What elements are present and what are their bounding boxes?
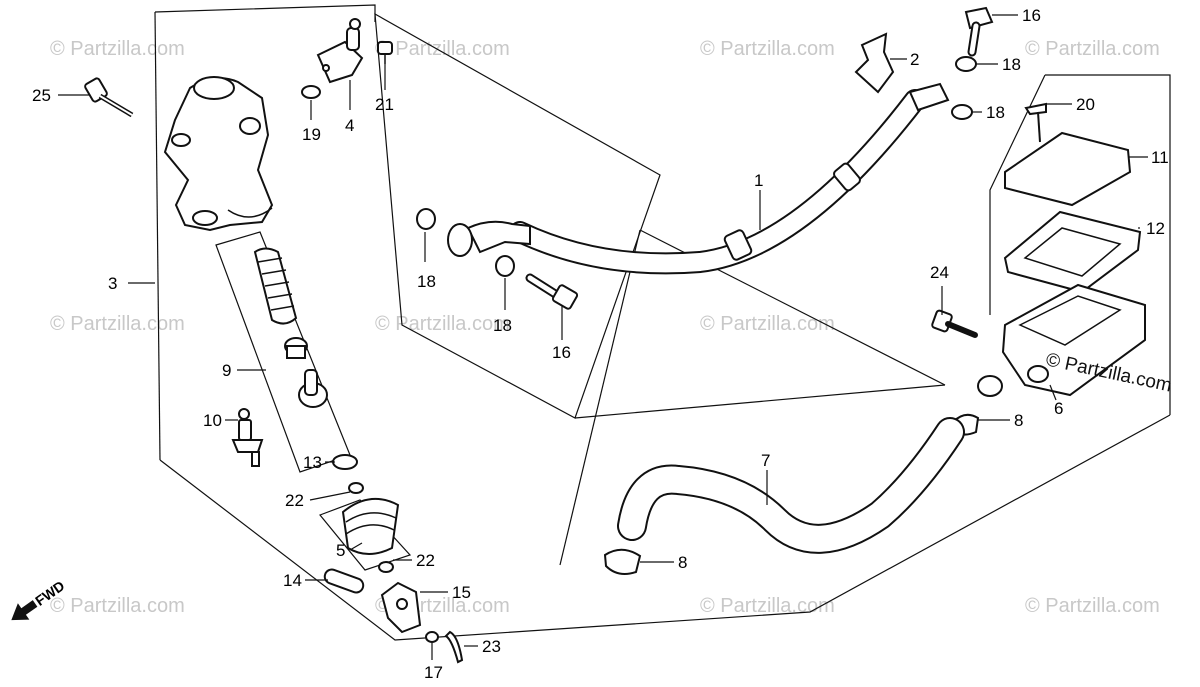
- hose-joint-4: [316, 18, 364, 84]
- washer-18: [495, 255, 515, 277]
- callout-24: 24: [930, 263, 949, 282]
- piston-kit-9: [253, 247, 328, 408]
- callout-17: 17: [424, 663, 443, 682]
- bolt-25: [84, 77, 134, 118]
- reservoir-outline-left-upper: [989, 74, 1046, 315]
- washer-22: [378, 561, 394, 573]
- callout-4: 4: [345, 116, 354, 135]
- reservoir-6: [977, 283, 1146, 397]
- reservoir-outline-left: [559, 229, 641, 566]
- callout-3: 3: [108, 274, 117, 293]
- reservoir-hose-7: [617, 417, 965, 554]
- screw-20: [1024, 102, 1047, 143]
- callout-21: 21: [375, 95, 394, 114]
- callout-23: 23: [482, 637, 501, 656]
- watermark: © Partzilla.com: [700, 38, 835, 60]
- callout-19: 19: [302, 125, 321, 144]
- clevis-15: [380, 581, 422, 634]
- bolt-16: [964, 6, 994, 57]
- circlip-13: [332, 454, 358, 470]
- watermark: © Partzilla.com: [375, 38, 510, 60]
- oring-19: [301, 85, 321, 99]
- washer-17: [425, 631, 439, 643]
- callout-8: 8: [678, 553, 687, 572]
- pin-21: [377, 41, 393, 64]
- leader-lines: [58, 14, 1148, 660]
- push-rod-14: [323, 568, 365, 594]
- boot-5: [341, 497, 400, 555]
- cotter-pin-23: [444, 630, 464, 664]
- callout-12: 12: [1146, 219, 1165, 238]
- reservoir-cap-11: [1004, 131, 1132, 207]
- callout-10: 10: [203, 411, 222, 430]
- watermark: © Partzilla.com: [50, 595, 185, 617]
- callout-6: 6: [1054, 399, 1063, 418]
- boot-outline: [319, 499, 412, 571]
- assembly-outline-bottom: [159, 414, 1171, 641]
- callout-5: 5: [336, 541, 345, 560]
- bleeder-10: [231, 408, 264, 467]
- callout-11: 11: [1151, 148, 1169, 167]
- banjo-bolt-16: [525, 273, 579, 310]
- bolt-24: [931, 309, 978, 338]
- callout-22: 22: [285, 491, 304, 510]
- reservoir-outline-right: [1045, 74, 1171, 415]
- diaphragm-plate-12: [1003, 210, 1142, 294]
- callout-16: 16: [1022, 6, 1041, 25]
- callout-15: 15: [452, 583, 471, 602]
- callout-18: 18: [493, 316, 512, 335]
- callout-2: 2: [910, 50, 919, 69]
- callout-1: 1: [754, 171, 763, 190]
- washer-22: [348, 482, 364, 494]
- callout-9: 9: [222, 361, 231, 380]
- callout-22: 22: [416, 551, 435, 570]
- brake-hose-1: [447, 82, 950, 275]
- callout-13: 13: [303, 453, 322, 472]
- callout-7: 7: [761, 451, 770, 470]
- assembly-outline-top: [154, 4, 376, 22]
- callout-18: 18: [1002, 55, 1021, 74]
- hose-guide-2: [854, 32, 895, 94]
- watermark: © Partzilla.com: [1025, 38, 1160, 60]
- callout-20: 20: [1076, 95, 1095, 114]
- hose-group-link: [574, 384, 946, 419]
- watermark: © Partzilla.com: [50, 313, 185, 335]
- watermark: © Partzilla.com: [700, 313, 835, 335]
- washer-18: [951, 104, 973, 120]
- washer-18: [416, 208, 436, 230]
- callout-25: 25: [32, 86, 51, 105]
- assembly-outline-left: [154, 11, 161, 461]
- callout-18: 18: [986, 103, 1005, 122]
- watermark: © Partzilla.com: [50, 38, 185, 60]
- washer-18: [955, 56, 977, 72]
- watermark: © Partzilla.com: [375, 313, 510, 335]
- callout-labels: 25 3 19 4 21 9 10 13 22 5 22 14 15 23 17…: [32, 6, 1169, 682]
- callout-18: 18: [417, 272, 436, 291]
- callout-14: 14: [283, 571, 302, 590]
- clamp-8: [603, 548, 642, 575]
- callout-8: 8: [1014, 411, 1023, 430]
- callout-16: 16: [552, 343, 571, 362]
- watermark: © Partzilla.com: [700, 595, 835, 617]
- master-cylinder-body: [163, 76, 274, 232]
- watermark: © Partzilla.com: [1025, 595, 1160, 617]
